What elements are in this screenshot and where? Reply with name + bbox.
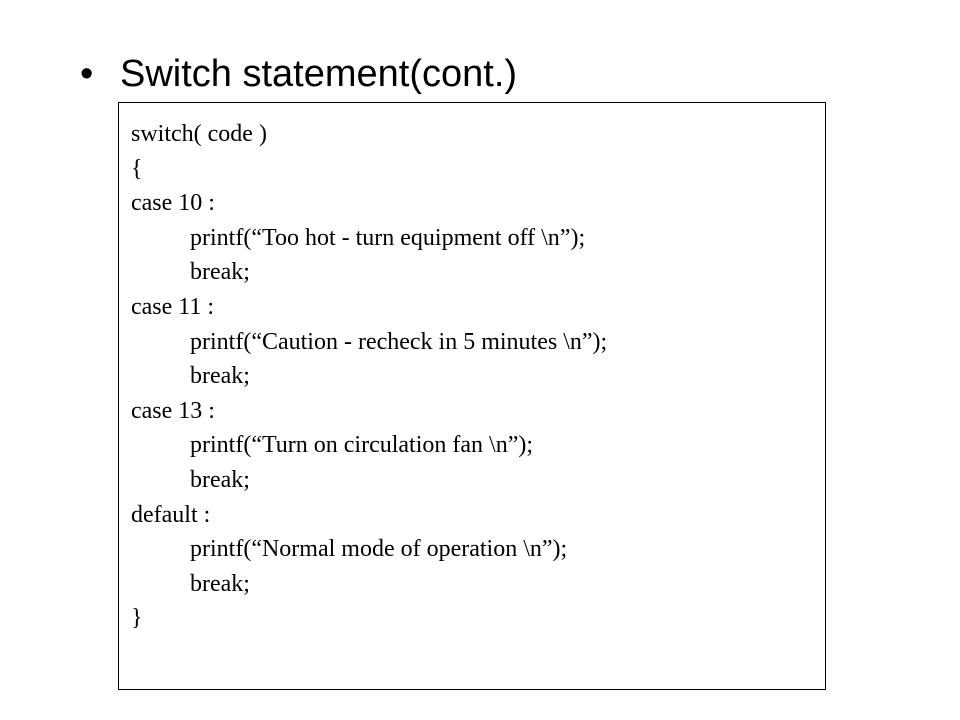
code-line: break; <box>190 466 250 493</box>
code-line: break; <box>190 363 250 390</box>
code-line: break; <box>190 259 250 286</box>
code-line: printf(“Turn on circulation fan \n”); <box>190 432 534 459</box>
code-line: case 13 : <box>131 397 215 424</box>
bullet-glyph: • <box>80 53 94 95</box>
code-line: default : <box>131 501 211 528</box>
slide-title: • Switch statement(cont.) <box>80 44 517 104</box>
code-line: printf(“Caution - recheck in 5 minutes \… <box>190 328 608 355</box>
slide-title-text: Switch statement(cont.) <box>120 53 518 95</box>
code-line: } <box>131 605 143 632</box>
code-line: break; <box>190 570 250 597</box>
code-line: case 11 : <box>131 293 215 320</box>
code-lines: switch( code ) { case 10 : printf(“Too h… <box>131 117 607 636</box>
code-line: printf(“Too hot - turn equipment off \n”… <box>190 224 586 251</box>
code-line: switch( code ) <box>131 121 267 147</box>
code-line: printf(“Normal mode of operation \n”); <box>190 536 568 563</box>
code-line: { <box>131 155 143 182</box>
code-box: switch( code ) { case 10 : printf(“Too h… <box>118 102 826 690</box>
code-line: case 10 : <box>131 190 215 217</box>
